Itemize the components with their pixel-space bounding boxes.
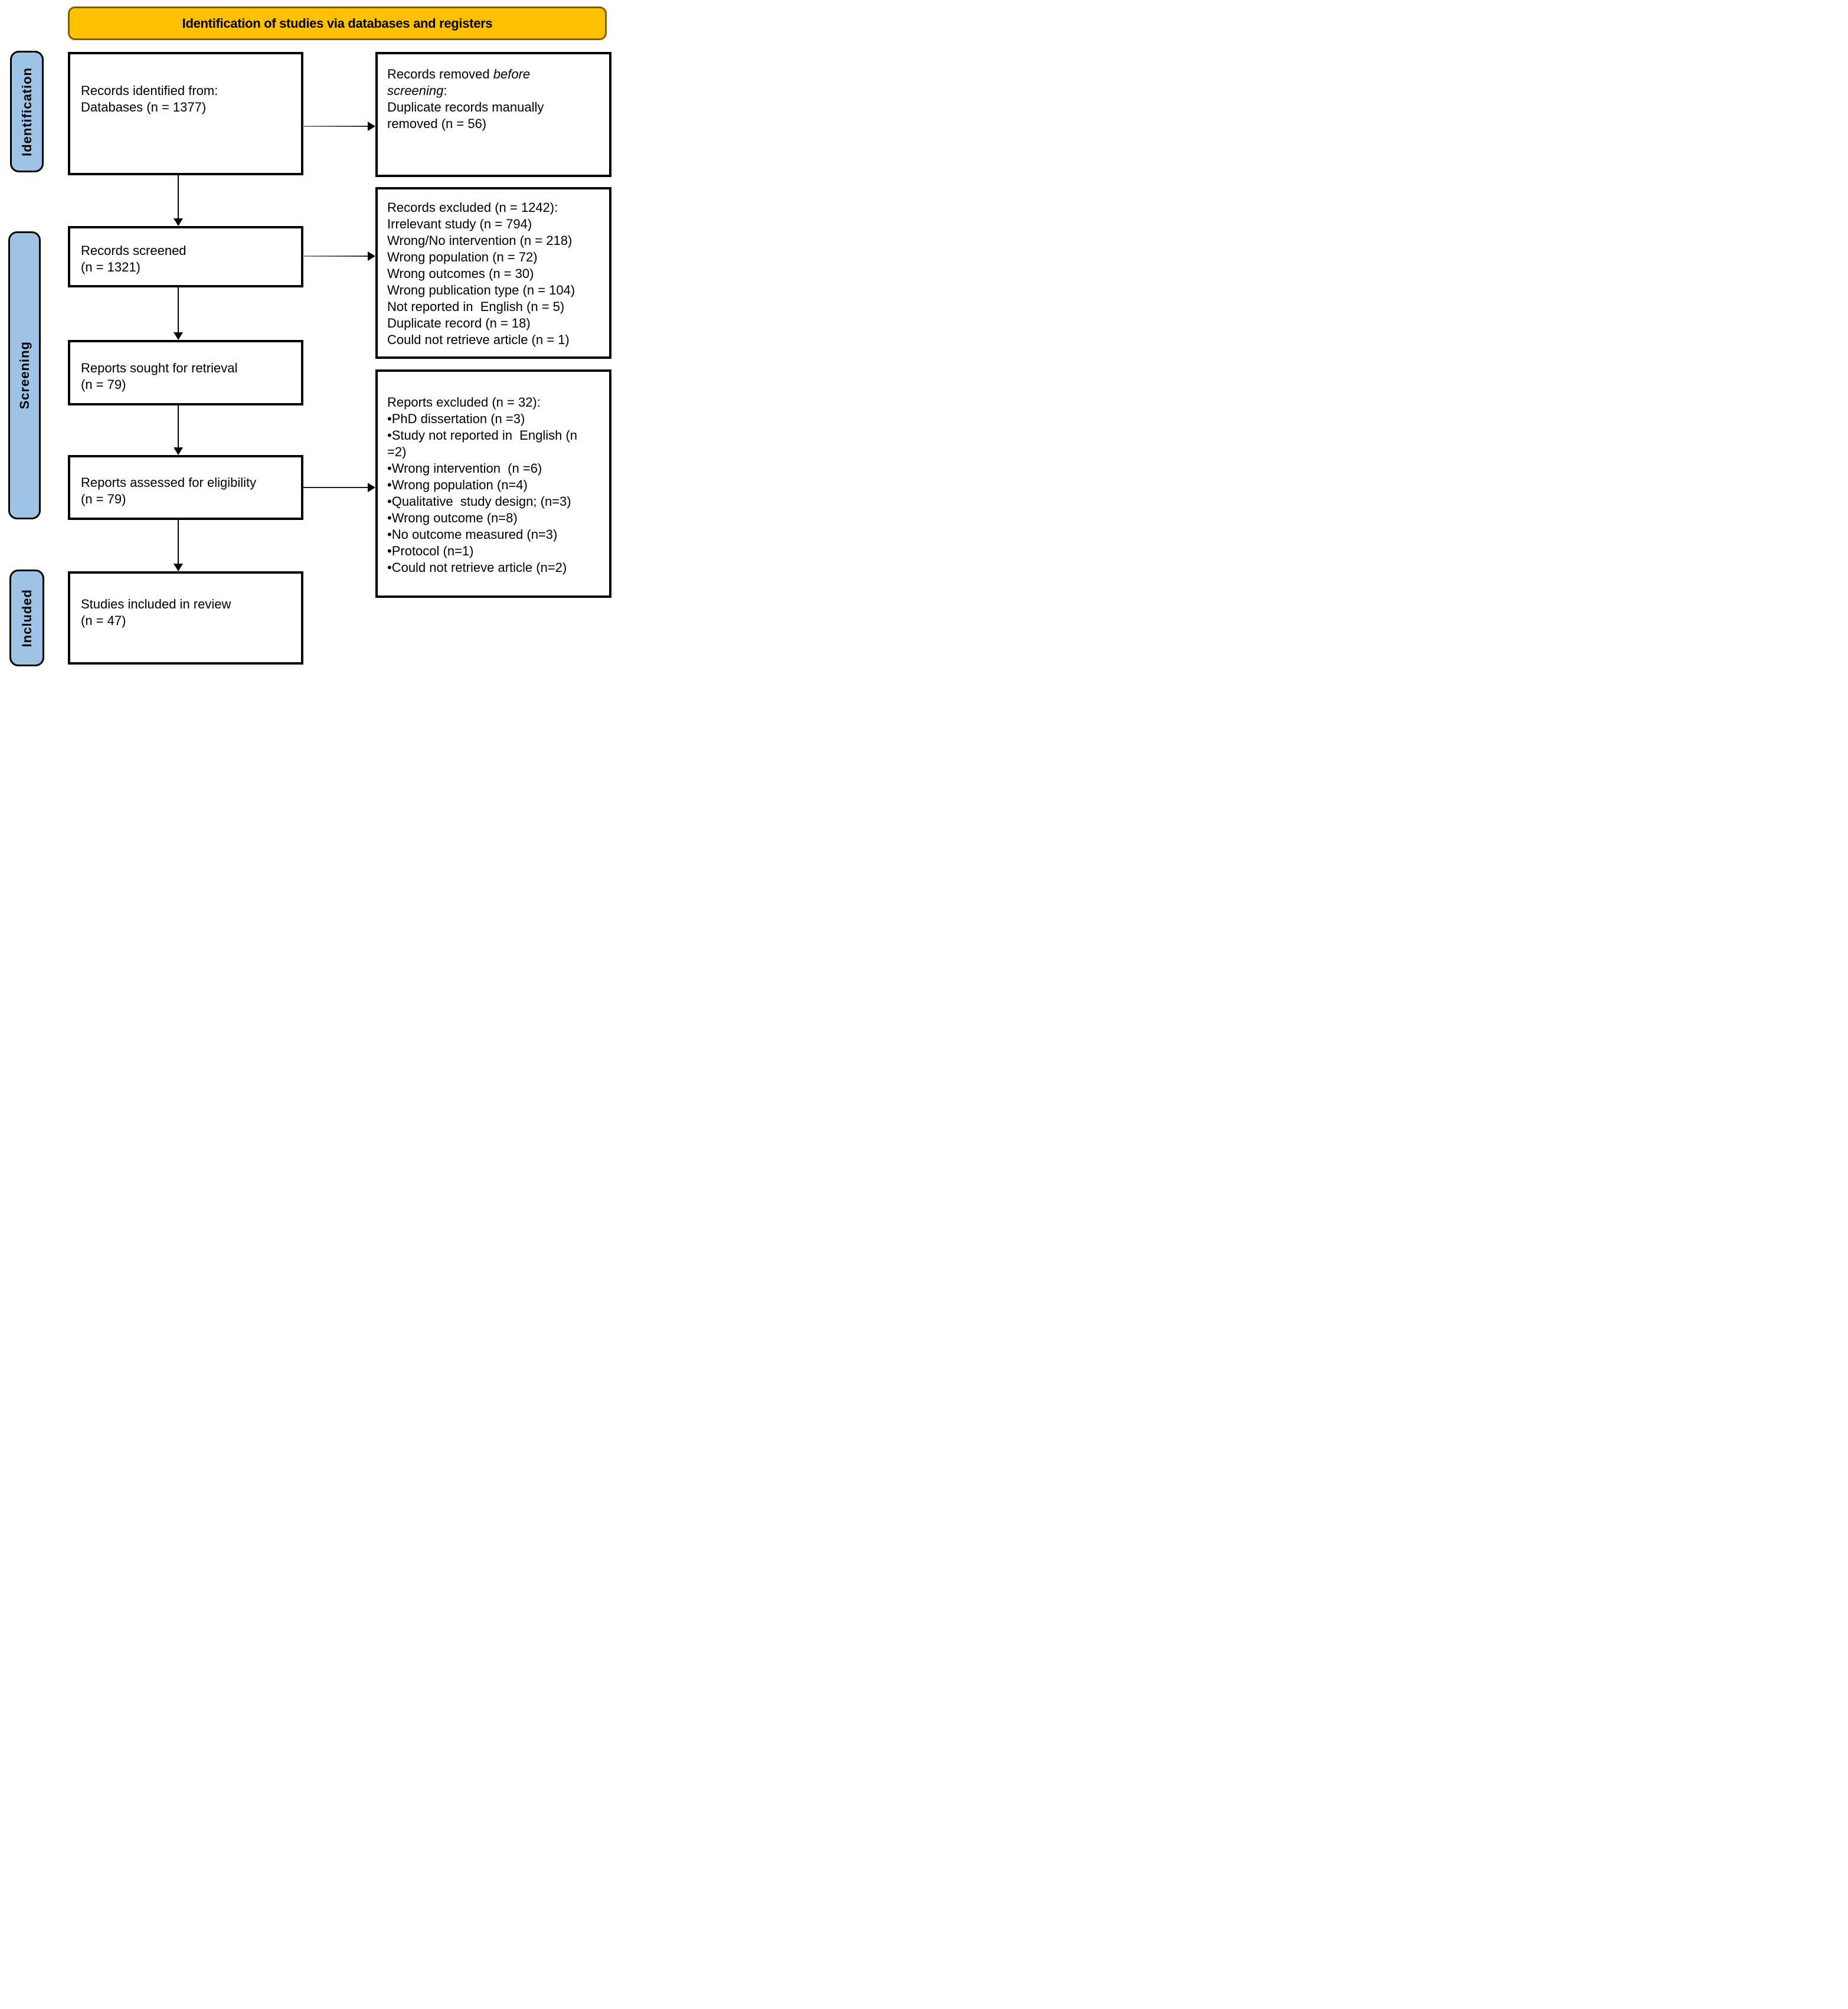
text-line: •Study not reported in English (n: [387, 428, 577, 443]
box-reports-sought: Reports sought for retrieval (n = 79): [68, 340, 303, 405]
text-line: Records excluded (n = 1242):: [387, 200, 558, 215]
arrow-assessed-to-reports-excluded: [303, 483, 375, 492]
text-line: Databases (n = 1377): [81, 100, 207, 114]
text-line: screening:: [387, 83, 607, 99]
arrow-screened-to-excluded: [303, 251, 375, 261]
text-line: •Wrong population (n=4): [387, 477, 528, 492]
text-line: Records identified from:: [81, 83, 218, 98]
text-line: Wrong publication type (n = 104): [387, 283, 575, 297]
arrow-line: [178, 520, 179, 564]
arrow-line: [303, 126, 369, 127]
stage-label-included: Included: [9, 570, 44, 666]
arrow-head-icon: [174, 218, 183, 226]
arrow-screened-to-sought: [174, 287, 183, 340]
text-run-italic: screening: [387, 83, 444, 98]
box-reports-excluded-text: Reports excluded (n = 32):•PhD dissertat…: [378, 372, 609, 576]
arrow-head-icon: [368, 251, 375, 261]
text-line: Wrong population (n = 72): [387, 250, 538, 264]
text-line: (n = 79): [81, 492, 126, 506]
box-reports-assessed: Reports assessed for eligibility (n = 79): [68, 455, 303, 520]
text-line: •Wrong intervention (n =6): [387, 461, 542, 476]
arrow-head-icon: [368, 122, 375, 131]
arrow-identified-to-removed: [303, 122, 375, 131]
arrow-head-icon: [174, 332, 183, 340]
arrow-line: [178, 175, 179, 219]
text-line: Wrong outcomes (n = 30): [387, 266, 534, 281]
box-records-removed-before-screening: Records removed before screening: Duplic…: [375, 52, 611, 177]
text-line: Reports assessed for eligibility: [81, 475, 257, 490]
text-run: Records removed: [387, 67, 493, 81]
text-line: (n = 79): [81, 377, 126, 392]
arrow-assessed-to-included: [174, 520, 183, 571]
box-reports-assessed-text: Reports assessed for eligibility (n = 79): [70, 457, 301, 508]
stage-label-identification: Identification: [10, 51, 44, 172]
text-line: Not reported in English (n = 5): [387, 299, 565, 314]
prisma-flow-diagram: Identification of studies via databases …: [0, 0, 616, 670]
box-studies-included: Studies included in review (n = 47): [68, 571, 303, 665]
stage-label-screening: Screening: [8, 231, 41, 519]
text-line: •Could not retrieve article (n=2): [387, 560, 567, 575]
stage-label-included-text: Included: [19, 588, 34, 647]
text-line: Duplicate records manually: [387, 100, 544, 114]
text-line: Studies included in review: [81, 597, 231, 611]
text-line: •Qualitative study design; (n=3): [387, 494, 571, 509]
arrow-line: [178, 405, 179, 448]
text-line: Irrelevant study (n = 794): [387, 217, 532, 231]
arrow-sought-to-assessed: [174, 405, 183, 455]
box-records-screened-text: Records screened (n = 1321): [70, 228, 301, 276]
box-records-identified-text: Records identified from: Databases (n = 1…: [70, 54, 301, 116]
text-line: (n = 47): [81, 613, 126, 628]
text-line: •Protocol (n=1): [387, 544, 474, 558]
text-line: removed (n = 56): [387, 116, 487, 131]
text-line: =2): [387, 444, 407, 459]
box-records-removed-text: Records removed before screening: Duplic…: [378, 54, 609, 132]
arrow-head-icon: [174, 564, 183, 571]
text-line: Reports sought for retrieval: [81, 361, 238, 375]
arrow-head-icon: [368, 483, 375, 492]
box-records-excluded: Records excluded (n = 1242): Irrelevant s…: [375, 187, 611, 359]
arrow-line: [178, 287, 179, 333]
text-line: Records removed before: [387, 66, 607, 83]
box-reports-sought-text: Reports sought for retrieval (n = 79): [70, 342, 301, 393]
box-records-screened: Records screened (n = 1321): [68, 226, 303, 287]
arrow-identified-to-screened: [174, 175, 183, 226]
text-line: Wrong/No intervention (n = 218): [387, 233, 573, 248]
box-reports-excluded: Reports excluded (n = 32):•PhD dissertat…: [375, 369, 611, 598]
text-line: Duplicate record (n = 18): [387, 316, 531, 331]
text-line: Could not retrieve article (n = 1): [387, 332, 570, 347]
title-banner-text: Identification of studies via databases …: [182, 15, 493, 31]
arrow-line: [303, 256, 369, 257]
text-line: •Wrong outcome (n=8): [387, 511, 518, 525]
arrow-line: [303, 487, 369, 488]
box-studies-included-text: Studies included in review (n = 47): [70, 574, 301, 629]
text-line: Records screened: [81, 243, 187, 258]
title-banner: Identification of studies via databases …: [68, 6, 607, 40]
box-records-identified: Records identified from: Databases (n = 1…: [68, 52, 303, 175]
text-line: •No outcome measured (n=3): [387, 527, 558, 542]
text-line: (n = 1321): [81, 260, 140, 274]
stage-label-identification-text: Identification: [19, 67, 34, 156]
stage-label-screening-text: Screening: [17, 341, 32, 410]
text-run-italic: before: [493, 67, 531, 81]
arrow-head-icon: [174, 447, 183, 455]
text-line: Reports excluded (n = 32):: [387, 395, 541, 410]
text-run: :: [443, 83, 447, 98]
text-line: •PhD dissertation (n =3): [387, 411, 525, 426]
box-records-excluded-text: Records excluded (n = 1242): Irrelevant s…: [378, 189, 609, 348]
